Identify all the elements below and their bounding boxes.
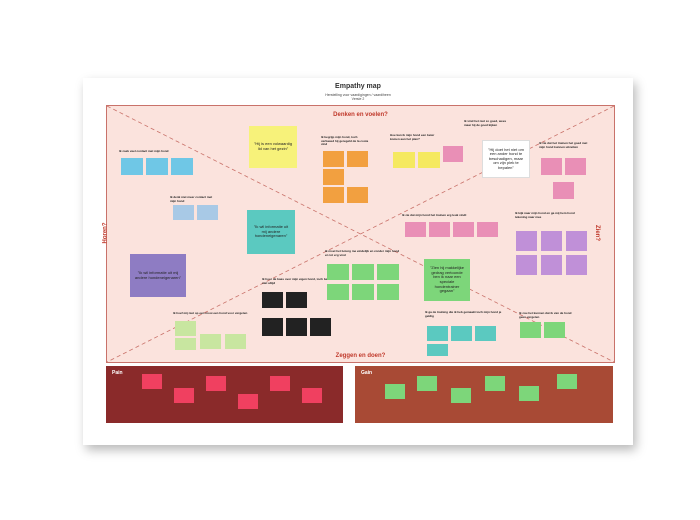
sticky-note	[197, 205, 218, 220]
sticky-note	[327, 284, 349, 300]
sticky-note	[541, 255, 562, 275]
sticky-note	[541, 158, 562, 175]
note-caption: Ik denk niet meer contact met mijn hond	[170, 195, 213, 203]
sticky-note	[475, 326, 496, 341]
note-caption: Ik hoor de baas over mijn eigen hond, to…	[262, 277, 333, 285]
sticky-note	[171, 158, 193, 175]
sticky-note	[352, 264, 374, 280]
note-caption: Ik moet het boterg me eindelijk en zonde…	[325, 249, 400, 257]
sticky-note	[427, 326, 448, 341]
note-caption: Hoe kan ik mijn hond een beter komen aan…	[390, 133, 435, 141]
map-subtitle: Herstelling voor vaardigingen / vaardihe…	[83, 93, 633, 101]
quadrant-label-hear: Horen?	[102, 222, 109, 244]
sticky-note	[427, 344, 448, 356]
sticky-note	[352, 284, 374, 300]
sticky-note	[200, 334, 221, 349]
sticky-note	[173, 205, 194, 220]
sticky-note	[565, 158, 586, 175]
gain-title: Gain	[361, 370, 373, 376]
gain-section: Gain	[355, 366, 613, 423]
sticky-note	[418, 152, 440, 168]
subtitle-line-1: Herstelling voor vaardigingen / vaardihe…	[325, 93, 391, 97]
sticky-note	[385, 384, 405, 399]
sticky-note	[175, 321, 196, 336]
sticky-note	[566, 255, 587, 275]
sticky-note	[175, 338, 196, 350]
sticky-note	[405, 222, 426, 237]
sticky-note-big: "Zien hij makkelijke gedrag vertoonde be…	[424, 259, 470, 301]
note-caption: Ik begrijp mijn hond, toch verbaasd hij …	[321, 135, 369, 147]
empathy-board: Denken en voelen? Zeggen en doen? Horen?…	[102, 105, 615, 363]
sticky-note	[516, 255, 537, 275]
map-title: Empathy map	[335, 83, 381, 90]
sticky-note	[553, 182, 574, 199]
sticky-note	[225, 334, 246, 349]
note-caption: Ik zie dat mijn hond het trainen erg leu…	[402, 213, 467, 217]
sticky-note	[327, 264, 349, 280]
sticky-note	[429, 222, 450, 237]
sticky-note	[323, 187, 344, 203]
sticky-note-big: "Ik wil informatie uit mij andere honden…	[247, 210, 295, 254]
sticky-note	[142, 374, 162, 389]
quadrant-label-see: Zien?	[594, 225, 600, 241]
note-caption: Ik kijk naar mijn hond en ga mij hem hon…	[515, 211, 575, 219]
sticky-note	[262, 318, 283, 336]
sticky-note	[310, 318, 331, 336]
note-caption: Ik ga de training die ik heb gemaakt toc…	[425, 310, 502, 318]
sticky-note	[206, 376, 226, 391]
sticky-note	[270, 376, 290, 391]
note-caption: Ik hoef mij niet op een mooi een hond vo…	[173, 311, 248, 315]
sticky-note-big: "Hij is een volwaardig lid van het gezin…	[249, 126, 297, 168]
note-caption: Ik zoek veel contact met mijn hond	[119, 149, 169, 153]
sticky-note	[417, 376, 437, 391]
sticky-note	[451, 326, 472, 341]
sticky-note	[541, 231, 562, 251]
subtitle-line-2: Versie 2	[351, 97, 365, 101]
empathy-map-sheet: Empathy map Herstelling voor vaardiginge…	[83, 78, 633, 445]
quadrant-label-say-do: Zeggen en doen?	[335, 353, 386, 359]
sticky-note	[146, 158, 168, 175]
sticky-note	[262, 292, 283, 308]
sticky-note	[516, 231, 537, 251]
sticky-note	[286, 292, 307, 308]
sticky-note	[347, 187, 368, 203]
sticky-note	[377, 284, 399, 300]
sticky-note	[544, 322, 565, 338]
sticky-note	[347, 151, 368, 167]
sticky-note	[519, 386, 539, 401]
sticky-note	[477, 222, 498, 237]
sticky-note	[451, 388, 471, 403]
sticky-note	[286, 318, 307, 336]
sticky-note	[302, 388, 322, 403]
sticky-note	[520, 322, 541, 338]
sticky-note	[393, 152, 415, 168]
sticky-note	[121, 158, 143, 175]
note-caption: Ik zou het kunnen dat ik van de hond gee…	[519, 311, 572, 319]
quadrant-label-think-feel: Denken en voelen?	[333, 112, 388, 118]
sticky-note	[174, 388, 194, 403]
sticky-note-big: "Hij doet het niet om een ander hond te …	[482, 140, 530, 178]
sticky-note	[566, 231, 587, 251]
sticky-note	[323, 151, 344, 167]
sticky-note	[377, 264, 399, 280]
sticky-note-big: "Ik wil informatie uit mij andere honden…	[130, 254, 186, 297]
sticky-note	[557, 374, 577, 389]
sticky-note	[453, 222, 474, 237]
note-caption: Ik zie dat het trainen het goed met mijn…	[539, 141, 588, 149]
sticky-note	[443, 146, 463, 162]
pain-section: Pain	[106, 366, 343, 423]
sticky-note	[238, 394, 258, 409]
note-caption: Ik vind het niet zo goed, wees maar hij …	[464, 119, 507, 127]
pain-title: Pain	[112, 370, 123, 376]
sticky-note	[323, 169, 344, 185]
sticky-note	[485, 376, 505, 391]
